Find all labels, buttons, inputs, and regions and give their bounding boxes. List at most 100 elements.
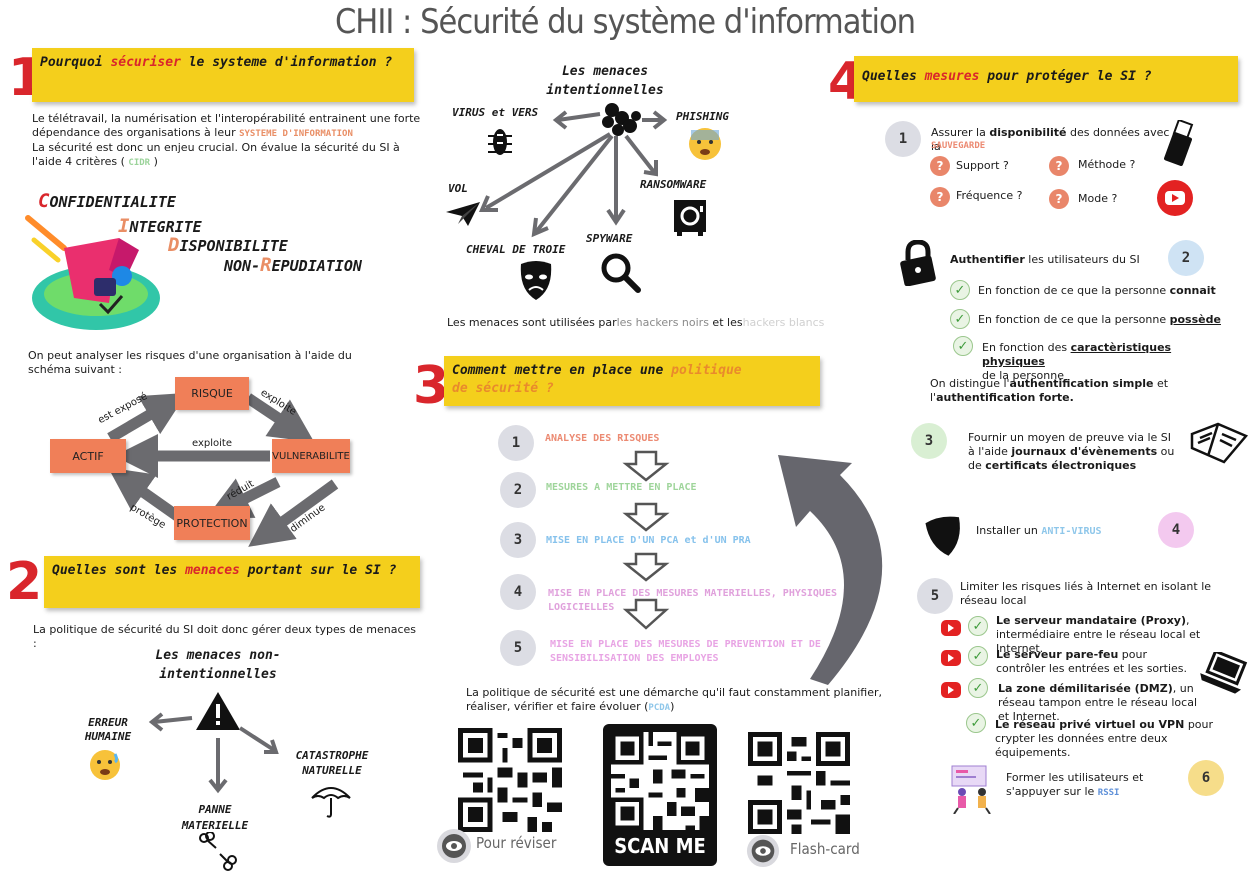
intro-text: ) bbox=[153, 155, 158, 168]
step-4-circle: 4 bbox=[500, 574, 536, 610]
section-1-title-highlight: sécuriser bbox=[110, 55, 181, 70]
intentional-title: Les menaces intentionnelles bbox=[546, 64, 664, 98]
section-3-number: 3 bbox=[413, 356, 450, 416]
step-1-circle: 1 bbox=[498, 425, 534, 461]
vol-label: VOL bbox=[448, 182, 468, 195]
auth-factor-knowledge: En fonction de ce que la personne connai… bbox=[978, 284, 1216, 297]
section-1-intro: Le télétravail, la numérisation et l'int… bbox=[32, 112, 422, 170]
check-icon: ✓ bbox=[953, 336, 973, 356]
laptop-icon bbox=[1200, 652, 1248, 694]
step-2-circle: 2 bbox=[500, 472, 536, 508]
panne-materielle-label: PANNE MATERIELLE bbox=[181, 803, 249, 832]
play-icon bbox=[1165, 191, 1185, 205]
measure-5-circle: 5 bbox=[917, 578, 953, 614]
measure-1-circle: 1 bbox=[885, 121, 921, 157]
vpn-item: Le réseau privé virtuel ou VPN pour cryp… bbox=[995, 718, 1214, 759]
risk-schema-arrows bbox=[107, 392, 339, 547]
section-1-title-part: Pourquoi bbox=[40, 55, 111, 70]
measure-1-text: Assurer la disponibilité des données ave… bbox=[931, 126, 1170, 153]
question-icon: ? bbox=[930, 156, 950, 176]
proxy-item: Le serveur mandataire (Proxy), intermédi… bbox=[996, 614, 1201, 655]
broken-bone-icon bbox=[199, 832, 237, 871]
fearful-face-icon bbox=[689, 128, 721, 160]
paper-plane-icon bbox=[446, 202, 480, 226]
auth-distinction: On distingue l'authentification simple e… bbox=[930, 377, 1169, 404]
qr-code-revision[interactable] bbox=[458, 728, 562, 832]
youtube-video-button[interactable] bbox=[941, 620, 961, 636]
question-icon: ? bbox=[930, 187, 950, 207]
section-4-banner: Quelles mesures pour protéger le SI ? bbox=[854, 56, 1238, 102]
measure-6-text: Former les utilisateurs et s'appuyer sur… bbox=[1006, 771, 1144, 798]
check-icon: ✓ bbox=[968, 678, 988, 698]
padlock-icon bbox=[900, 240, 936, 286]
steps-down-arrows bbox=[622, 450, 670, 630]
schema-actif: ACTIF bbox=[50, 439, 126, 473]
measure-2-circle: 2 bbox=[1168, 240, 1204, 276]
section-3-footer: La politique de sécurité est une démarch… bbox=[466, 686, 883, 713]
question-methode: Méthode ? bbox=[1078, 158, 1136, 171]
step-3-label: MISE EN PLACE D'UN PCA et d'UN PRA bbox=[546, 535, 751, 546]
phishing-label: PHISHING bbox=[676, 110, 729, 123]
spyware-label: SPYWARE bbox=[586, 232, 633, 245]
youtube-video-button[interactable] bbox=[1157, 180, 1193, 216]
qr-code-scan-me[interactable] bbox=[611, 732, 709, 830]
mask-icon bbox=[520, 261, 552, 300]
measure-4-text: Installer un ANTI-VIRUS bbox=[976, 524, 1102, 537]
scan-me-label: SCAN ME bbox=[614, 834, 706, 858]
section-1-title-part: le systeme d'information ? bbox=[180, 55, 393, 70]
measure-2-heading: Authentifier les utilisateurs du SI bbox=[950, 253, 1140, 266]
measure-5-text: Limiter les risques liés à Internet en i… bbox=[960, 580, 1212, 607]
auth-factor-possession: En fonction de ce que la personne possèd… bbox=[978, 313, 1221, 326]
intro-text: Le télétravail, la numérisation et l'int… bbox=[32, 112, 421, 139]
check-icon: ✓ bbox=[966, 713, 986, 733]
question-icon: ? bbox=[1049, 156, 1069, 176]
worried-face-icon bbox=[90, 750, 120, 780]
firewall-item: Le serveur pare-feu pour contrôler les e… bbox=[996, 648, 1188, 675]
usb-key-icon bbox=[1164, 120, 1194, 166]
ransomware-label: RANSOMWARE bbox=[640, 178, 707, 191]
schema-intro: On peut analyser les risques d'une organ… bbox=[28, 349, 352, 376]
step-1-label: ANALYSE DES RISQUES bbox=[545, 433, 660, 444]
qr-code-flashcard[interactable] bbox=[748, 732, 850, 834]
cidr-confidentialite: CONFIDENTIALITE bbox=[38, 190, 176, 212]
training-illustration bbox=[951, 765, 991, 814]
section-2-intro: La politique de sécurité du SI doit donc… bbox=[33, 623, 417, 650]
check-icon: ✓ bbox=[968, 616, 988, 636]
cheval-de-troie-label: CHEVAL DE TROIE bbox=[466, 243, 566, 256]
schema-risque: RISQUE bbox=[175, 377, 249, 410]
magnifier-icon bbox=[601, 253, 641, 293]
measure-6-circle: 6 bbox=[1188, 760, 1224, 796]
qr-flashcard-label: Flash-card bbox=[790, 840, 860, 858]
dmz-item: La zone démilitarisée (DMZ), un réseau t… bbox=[998, 682, 1198, 723]
erreur-humaine-label: ERREUR HUMAINE bbox=[84, 716, 132, 743]
eye-icon bbox=[746, 834, 780, 868]
virus-label: VIRUS et VERS bbox=[452, 106, 539, 119]
youtube-video-button[interactable] bbox=[941, 682, 961, 698]
auth-factor-biometric: En fonction des caractèristiques physiqu… bbox=[982, 341, 1172, 382]
question-mode: Mode ? bbox=[1078, 192, 1118, 205]
question-icon: ? bbox=[1049, 189, 1069, 209]
non-intentional-title: Les menaces non-intentionnelles bbox=[155, 648, 281, 682]
open-book-icon bbox=[1190, 422, 1249, 464]
youtube-video-button[interactable] bbox=[941, 650, 961, 666]
umbrella-icon bbox=[311, 787, 351, 818]
qr-revision-label: Pour réviser bbox=[476, 834, 557, 852]
step-5-circle: 5 bbox=[500, 630, 536, 666]
intro-text: La sécurité est donc un enjeu crucial. O… bbox=[32, 141, 400, 168]
black-hat-label: les hackers noirs bbox=[616, 316, 709, 329]
schema-vulnerabilite: VULNERABILITE bbox=[272, 439, 350, 473]
safe-icon bbox=[674, 200, 706, 236]
measure-4-circle: 4 bbox=[1158, 512, 1194, 548]
non-intentional-diagram bbox=[148, 692, 279, 794]
question-support: Support ? bbox=[956, 159, 1009, 172]
section-2-banner: Quelles sont les menaces portant sur le … bbox=[44, 556, 420, 608]
cidr-disponibilite: DISPONIBILITE bbox=[168, 234, 288, 256]
question-frequence: Fréquence ? bbox=[956, 189, 1023, 202]
step-5-label: MISE EN PLACE DES MESURES DE PREVENTION … bbox=[550, 639, 821, 664]
intentional-diagram bbox=[478, 103, 668, 238]
cycle-return-arrow bbox=[778, 455, 883, 685]
bug-icon bbox=[488, 129, 512, 155]
check-icon: ✓ bbox=[950, 280, 970, 300]
label-exploite-mid: exploite bbox=[192, 438, 232, 449]
